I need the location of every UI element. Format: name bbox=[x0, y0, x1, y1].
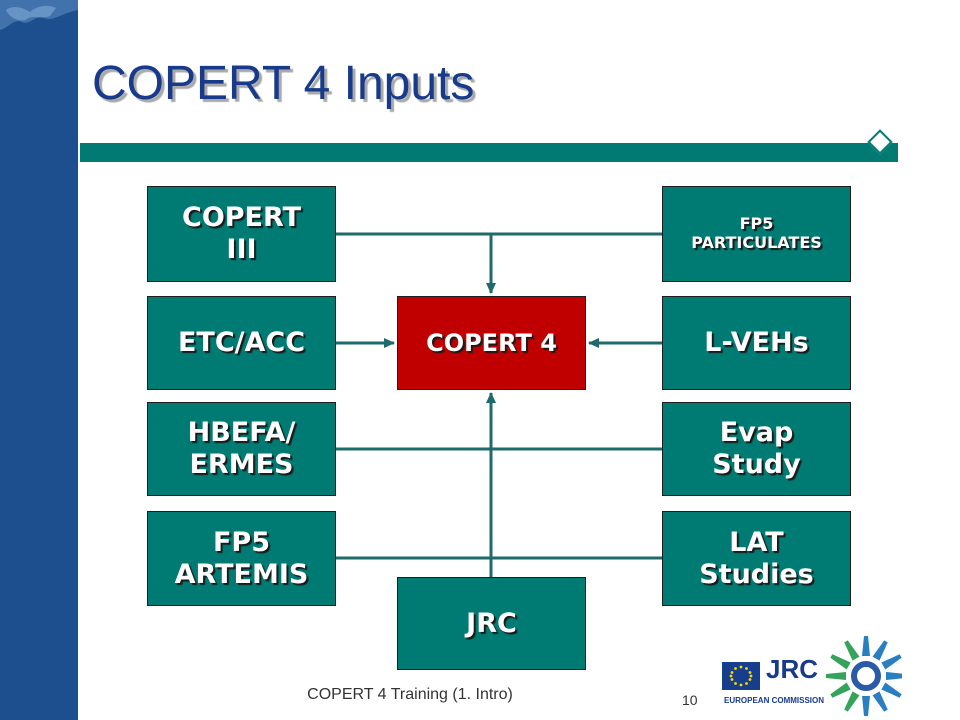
jrc-sunburst-icon bbox=[826, 636, 902, 716]
jrc-logo-text: JRC bbox=[766, 654, 819, 684]
box-l-vehs: L-VEHs bbox=[662, 296, 851, 390]
box-etc-acc: ETC/ACC bbox=[147, 296, 336, 390]
europe-map-decoration bbox=[0, 0, 78, 30]
box-evap-study: Evap Study bbox=[662, 402, 851, 496]
jrc-logo: JRC EUROPEAN COMMISSION bbox=[720, 628, 960, 720]
box-lat-studies: LAT Studies bbox=[662, 511, 851, 606]
jrc-logo-subtitle: EUROPEAN COMMISSION bbox=[724, 696, 825, 705]
page-number: 10 bbox=[682, 692, 698, 708]
footer-caption: COPERT 4 Training (1. Intro) bbox=[307, 686, 513, 703]
box-copert-4: COPERT 4 bbox=[397, 296, 586, 390]
box-copert-iii: COPERT III bbox=[147, 186, 336, 282]
left-sidebar bbox=[0, 0, 78, 720]
title-underline-bar bbox=[80, 143, 898, 162]
eu-flag-icon bbox=[722, 662, 760, 690]
box-hbefa-ermes: HBEFA/ ERMES bbox=[147, 402, 336, 496]
box-fp5-artemis: FP5 ARTEMIS bbox=[147, 511, 336, 606]
box-fp5-particulates: FP5 PARTICULATES bbox=[662, 186, 851, 282]
box-jrc: JRC bbox=[397, 577, 586, 670]
slide-title: COPERT 4 Inputs bbox=[92, 57, 475, 110]
